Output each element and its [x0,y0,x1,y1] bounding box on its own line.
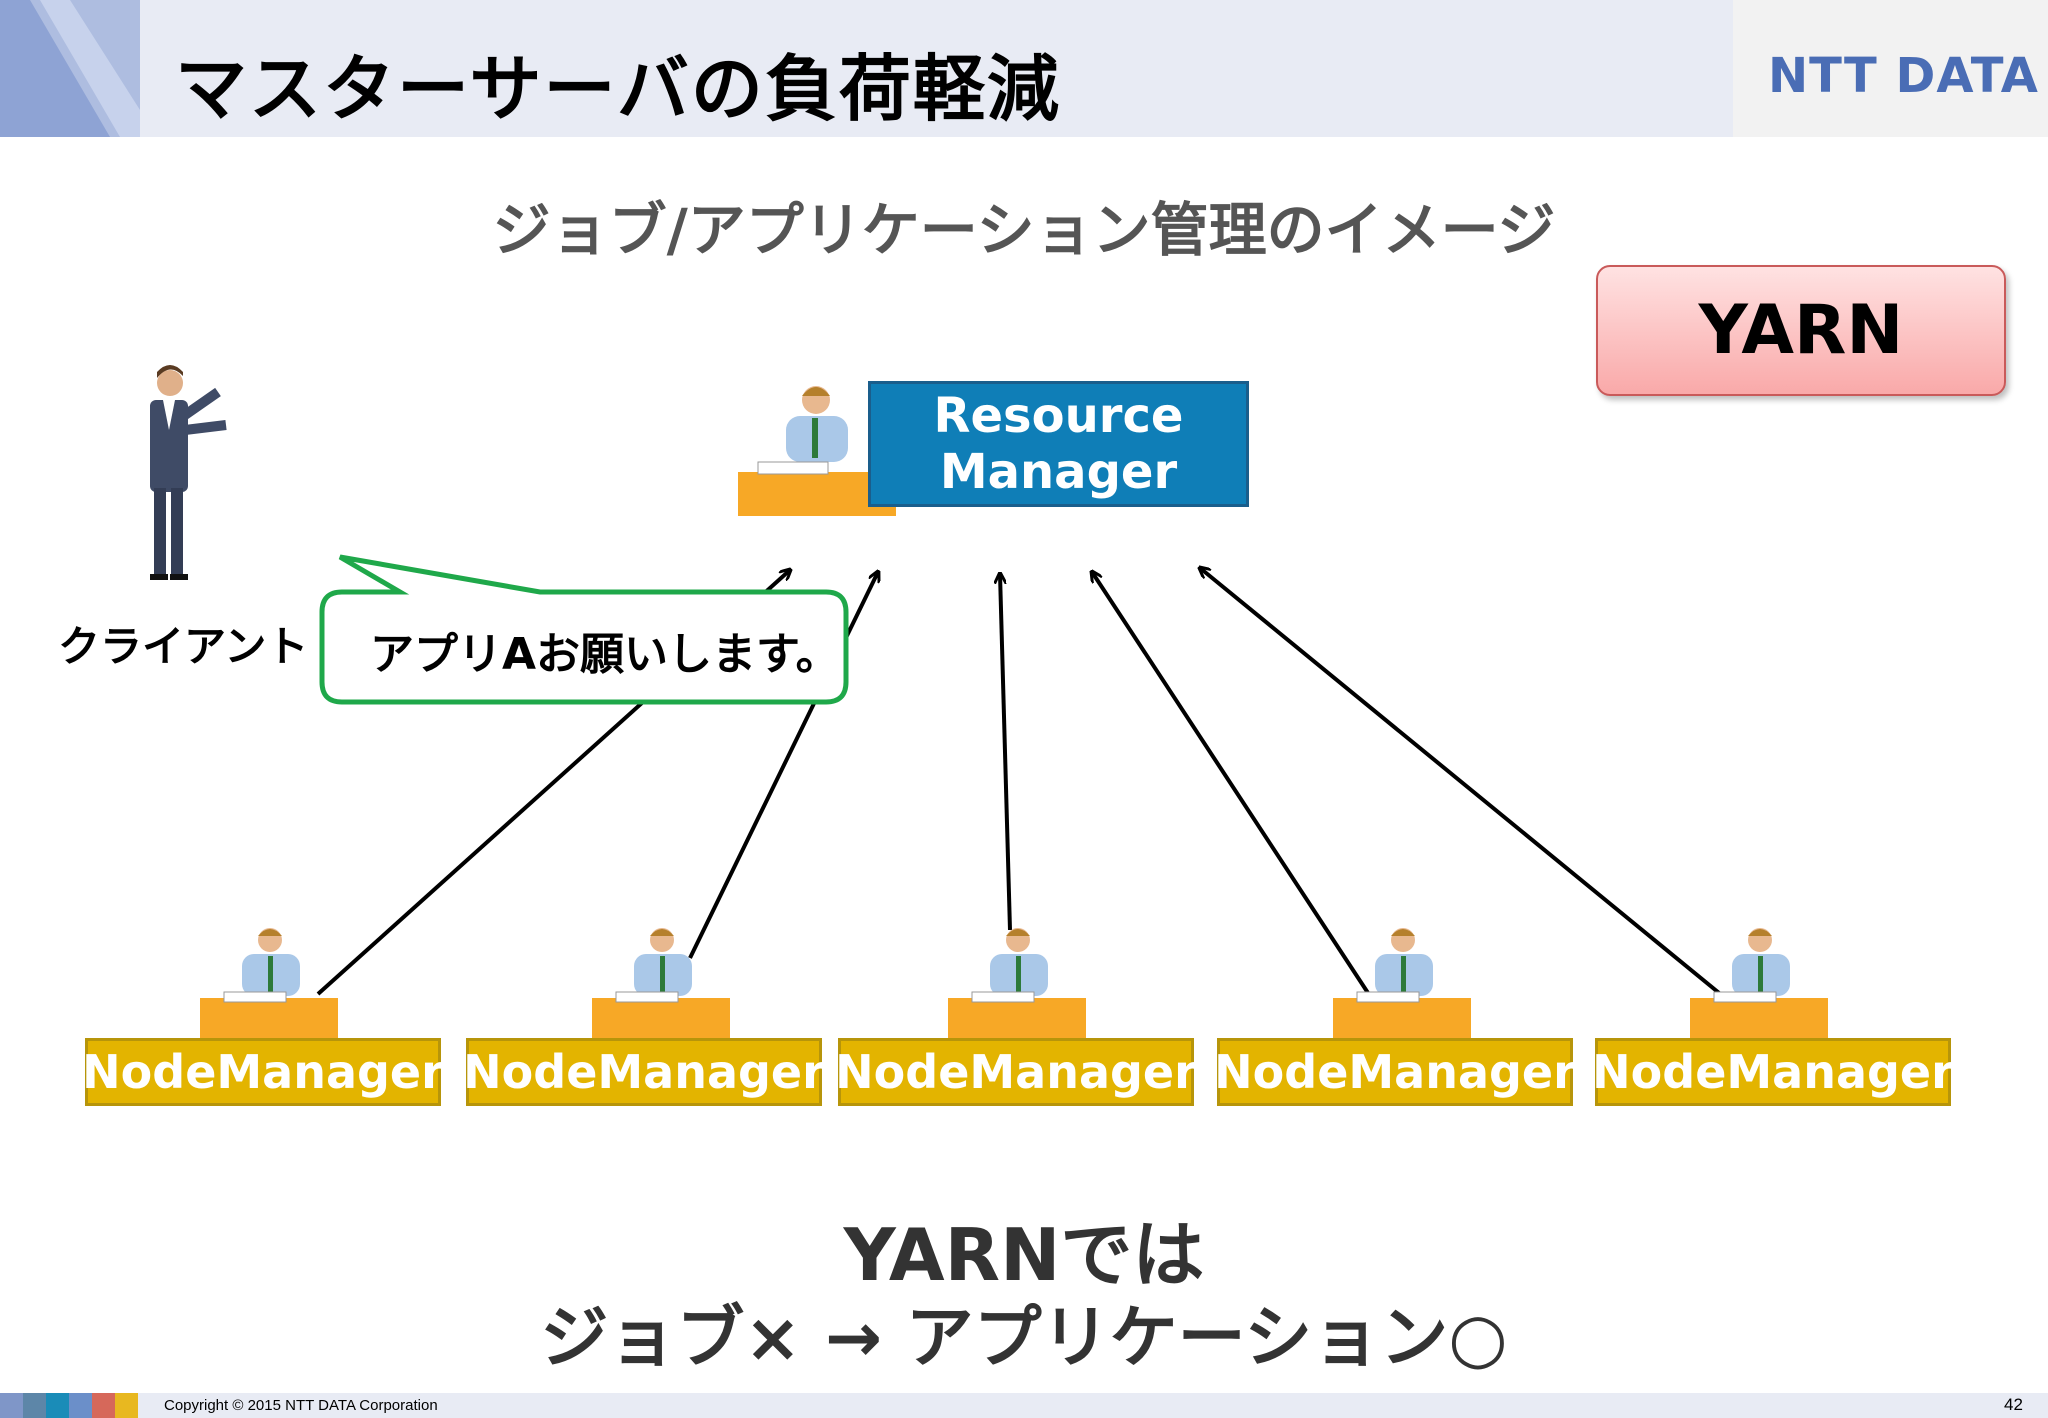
conclusion-line-2: ジョブ× → アプリケーション○ [540,1299,1508,1378]
footer-swatch-6 [115,1393,138,1418]
node-manager-box-2: NodeManager [463,1038,825,1106]
desk-worker-icon-nm2 [592,928,730,1040]
footer-page-number: 42 [2004,1395,2023,1414]
ntt-data-logo: NTT DATA [1768,48,2039,104]
arrow-nm3 [1000,574,1012,931]
slide-title: マスターサーバの負荷軽減 [175,47,1061,131]
client-label: クライアント [58,622,309,671]
arrow-nm5 [1200,568,1726,999]
desk-worker-icon-nm1 [200,928,338,1040]
header-logo-area [1733,0,2048,137]
footer-swatch-5 [92,1393,115,1418]
footer-swatch-2 [23,1393,46,1418]
businessman-icon [150,365,227,580]
node-manager-box-5: NodeManager [1592,1038,1954,1106]
arrow-nm4 [1092,572,1372,998]
node-manager-box-1: NodeManager [82,1038,444,1106]
footer-swatch-1 [0,1393,23,1418]
desk-worker-icon-nm4 [1333,928,1471,1040]
yarn-badge: YARN [1596,265,2006,396]
resource-manager-box: Resource Manager [868,381,1249,507]
resource-manager-label-line1: Resource [933,388,1184,444]
node-manager-box-3: NodeManager [835,1038,1197,1106]
footer-swatch-4 [69,1393,92,1418]
speech-bubble-text: アプリAお願いします。 [370,629,840,680]
header-decoration [0,0,140,137]
footer-copyright: Copyright © 2015 NTT DATA Corporation [164,1397,438,1414]
node-manager-box-4: NodeManager [1214,1038,1576,1106]
desk-worker-icon-nm5 [1690,928,1828,1040]
footer-bar [0,1393,2048,1418]
diagram-subtitle: ジョブ/アプリケーション管理のイメージ [492,196,1556,264]
resource-manager-label-line2: Manager [939,444,1178,500]
conclusion-line-1: YARNでは [843,1213,1205,1297]
footer-swatch-3 [46,1393,69,1418]
header-stripe-graphic [0,0,140,137]
desk-worker-icon-nm3 [948,928,1086,1040]
speech-bubble [319,554,849,705]
header-bar [0,0,2048,137]
